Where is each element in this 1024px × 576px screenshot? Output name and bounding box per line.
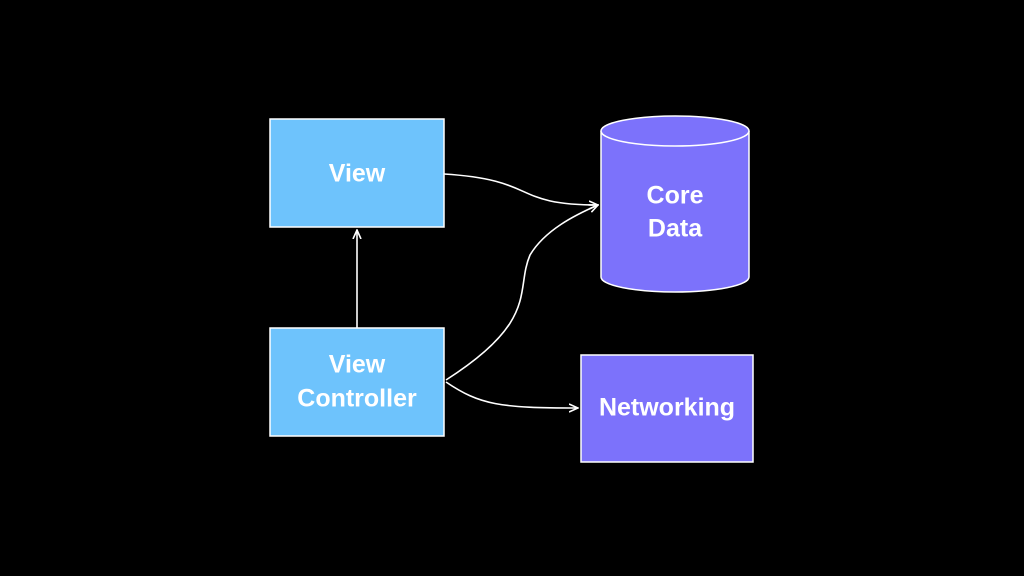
node-core-data-label-line2: Data (648, 215, 703, 243)
node-core-data-label-line1: Core (647, 182, 704, 210)
node-networking: Networking (580, 354, 754, 463)
node-view: View (269, 118, 445, 228)
node-core-data: Core Data (600, 115, 750, 293)
edge-view-controller-to-networking (445, 381, 578, 408)
node-view-controller-label-line1: View (329, 351, 386, 379)
edge-view-controller-to-core-data (445, 205, 598, 381)
node-networking-box (580, 354, 754, 463)
node-view-label: View (329, 160, 386, 188)
node-core-data-top (600, 115, 750, 147)
node-view-controller-label-line2: Controller (297, 385, 417, 413)
node-view-controller: View Controller (269, 327, 445, 437)
node-networking-label: Networking (599, 394, 735, 422)
node-view-box (269, 118, 445, 228)
edge-view-to-core-data (443, 173, 598, 205)
node-view-controller-box (269, 327, 445, 437)
node-core-data-body (600, 131, 750, 293)
